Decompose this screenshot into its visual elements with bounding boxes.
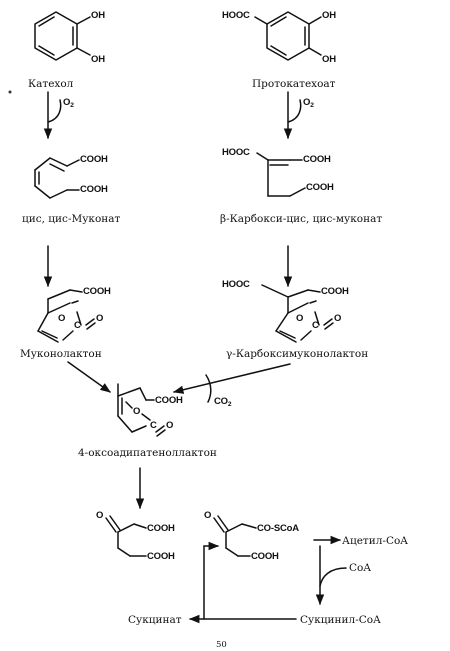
carboxymuconate-hooc: HOOC [222, 147, 250, 158]
protocatechuate-oh-top: OH [322, 10, 336, 21]
co2-release-curl [205, 374, 212, 403]
catechol-structure [34, 11, 91, 61]
succinate-label: Сукцинат [128, 614, 182, 626]
catechol-oh-top: OH [91, 10, 105, 21]
acetyl-coa-label: Ацетил-CoA [342, 535, 408, 547]
oxoadipate-structure [105, 515, 147, 557]
muconate-cooh-top: COOH [80, 154, 108, 165]
co2-label: CO2 [214, 396, 232, 408]
muconate-cooh-bottom: COOH [80, 184, 108, 195]
carboxymuconolactone-c: C [312, 320, 319, 331]
muconolactone-label: Муконолактон [20, 348, 102, 360]
protocatechuate-hooc: HOOC [222, 10, 250, 21]
carboxymuconate-label: β-Карбокси-цис, цис-муконат [220, 213, 383, 225]
oxoadipyl-coa-cooh: COOH [251, 551, 279, 562]
protocatechuate-oh-bottom: OH [322, 54, 336, 65]
oxoadipyl-coa-keto-o: O [204, 510, 212, 521]
oxoadipyl-coa-thioester: CO-SCoA [257, 523, 299, 534]
o2-label-right: O2 [303, 97, 314, 109]
succinyl-coa-label: Сукцинил-CoA [300, 614, 381, 626]
carboxymuconolactone-label: γ-Карбоксимуконолактон [226, 348, 369, 360]
carboxymuconate-structure [256, 152, 306, 197]
arrow-catechol-oxidation [43, 91, 62, 140]
oxoadipate-cooh-bottom: COOH [147, 551, 175, 562]
muconolactone-structure [37, 289, 96, 343]
arrow-protocatechuate-oxidation [283, 91, 302, 140]
coa-input-curl [319, 567, 347, 587]
carboxymuconate-cooh-bottom: COOH [306, 182, 334, 193]
enol-lactone-structure [117, 383, 166, 437]
muconate-structure [34, 157, 80, 199]
carboxymuconate-cooh-top: COOH [303, 154, 331, 165]
oxoadipate-cooh-top: COOH [147, 523, 175, 534]
protocatechuate-structure [254, 11, 322, 61]
carboxymuconolactone-ring-o: O [296, 313, 304, 324]
o2-label-left: O2 [63, 97, 74, 109]
carboxymuconolactone-carbonyl-o: O [334, 313, 342, 324]
oxoadipyl-coa-structure [213, 515, 257, 557]
page-number: 50 [216, 640, 227, 650]
protocatechuate-label: Протокатехоат [252, 78, 336, 90]
muconolactone-cooh: COOH [83, 286, 111, 297]
arrow-muconolactone-isomerization [67, 361, 111, 393]
carboxymuconolactone-structure [261, 284, 334, 343]
carboxymuconolactone-hooc: HOOC [222, 279, 250, 290]
arrow-decarboxylation [172, 363, 291, 394]
carboxymuconolactone-cooh: COOH [321, 286, 349, 297]
catechol-label: Катехол [28, 78, 74, 90]
muconolactone-carbonyl-o: O [96, 313, 104, 324]
enol-lactone-ring-o: O [133, 406, 141, 417]
oxoadipate-keto-o: O [96, 510, 104, 521]
enol-lactone-cooh: COOH [155, 395, 183, 406]
muconolactone-c: C [74, 320, 81, 331]
coa-label: CoA [349, 562, 371, 574]
catechol-oh-bottom: OH [91, 54, 105, 65]
enol-lactone-carbonyl-o: O [166, 420, 174, 431]
muconate-label: цис, цис-Муконат [22, 213, 121, 225]
enol-lactone-label: 4-оксоадипатеноллактон [78, 447, 217, 459]
muconolactone-ring-o: O [58, 313, 66, 324]
enol-lactone-c: C [150, 420, 157, 431]
